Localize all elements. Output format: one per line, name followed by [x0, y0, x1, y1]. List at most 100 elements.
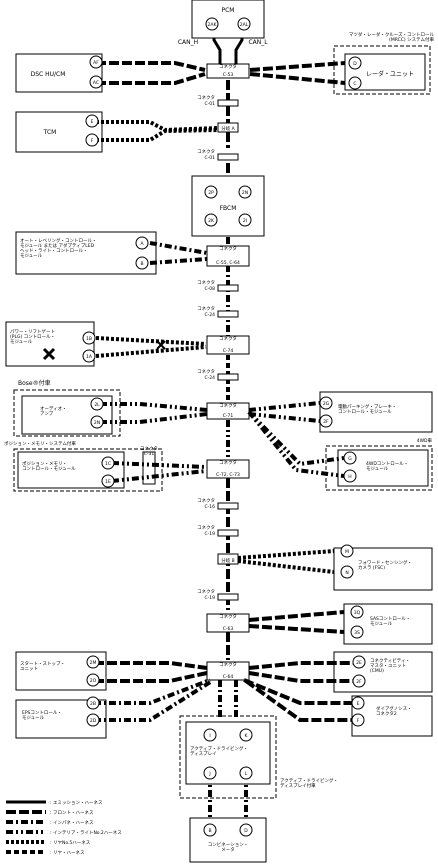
audio-2l-pin-label: 2L: [94, 402, 100, 408]
plg-x: [42, 347, 56, 361]
pcm-box: [191, 0, 265, 39]
radar-note: マツダ・レーダ・クルーズ・コントロール(MRCC) システム付車: [349, 31, 435, 43]
fsc-m-pin-label: M: [345, 549, 349, 555]
connector-c5564-caption: コネクタ: [219, 245, 237, 252]
sas-3s-pin-label: 3S: [354, 630, 360, 636]
wire-plg-1b: [95, 336, 207, 346]
radar-label: レーダ・ユニット: [366, 70, 414, 78]
connector-c24b-caption: コネクタ: [197, 368, 215, 375]
stst-2o-pin-label: 2O: [90, 678, 97, 684]
adisp-i-pin-label: I: [209, 733, 210, 739]
connector-c24b-label: C-24: [205, 375, 216, 381]
meter-b-pin: [203, 823, 217, 837]
diag-f-pin-label: F: [357, 718, 360, 724]
meter-d-pin: [239, 823, 253, 837]
fbcm-box: [191, 175, 265, 237]
headlamp-b-pin-label: B: [140, 261, 143, 267]
awd-label: 4WDコントロール・モジュール: [366, 461, 408, 472]
posmem-label: ポジション・メモリ・コントロール・モジュール: [22, 460, 76, 472]
tcm-label: TCM: [43, 129, 57, 136]
connector-c24a: [217, 310, 239, 318]
legend-label-front: : フロント・ハーネス: [50, 810, 94, 816]
fsc-m-pin: [340, 544, 354, 558]
audio-option-frame: [13, 389, 121, 437]
wire-cmu-2f: [248, 671, 356, 683]
audio-label: オーディオ・アンプ: [40, 405, 67, 417]
fbcm-label: FBCM: [220, 205, 237, 212]
junction-b-label: 分岐 B: [221, 557, 235, 564]
diag-e-pin: [351, 696, 365, 710]
parking-2f-pin: [319, 414, 333, 428]
adisp-j-pin: [203, 766, 217, 780]
fbcm-2p-pin-label: 2P: [208, 190, 214, 196]
can-h-label: CAN_H: [178, 39, 198, 46]
radar-d-pin-label: D: [353, 61, 357, 67]
wire-dsc-af: [96, 61, 206, 72]
cmu-2f-pin: [352, 674, 366, 688]
plg-1a-pin-label: 1A: [86, 354, 93, 360]
connector-c64: [206, 661, 250, 681]
connector-c19a: [217, 529, 239, 537]
radar-option-frame: [333, 45, 431, 95]
connector-c53-label: C-53: [223, 72, 234, 78]
connector-c63-label: C-63: [223, 626, 234, 632]
adisp-box: [185, 721, 271, 785]
headlamp-a-pin-label: A: [140, 241, 144, 247]
can-l-label: CAN_L: [248, 39, 268, 46]
headlamp-b-pin: [135, 256, 149, 270]
awd-g-pin-label: G: [348, 456, 352, 462]
audio-note: Bose®付車: [18, 379, 51, 387]
sas-label: SASコントロール・モジュール: [370, 616, 410, 627]
junction-a: [217, 122, 239, 133]
legend-label-interior: : インテリア・ライトNo.2ハーネス: [50, 830, 122, 836]
radar-c-pin-label: C: [353, 81, 356, 87]
parking-label: 電動パーキング・ブレーキ・コントロール・モジュール: [338, 403, 396, 415]
posmem-1c-pin-label: 1C: [105, 461, 111, 467]
radar-d-pin: [348, 56, 362, 70]
diag-e-pin-label: E: [357, 701, 360, 707]
sas-3s-pin: [350, 625, 364, 639]
eps-label: EPSコントロール・モジュール: [22, 710, 62, 721]
adisp-label: アクティブ・ドライビング・ディスプレイ: [190, 745, 248, 757]
cmu-box: [333, 651, 433, 693]
pcm-2ak-pin-label: 2AK: [208, 22, 218, 28]
stst-2o-pin: [86, 673, 100, 687]
wire-audio-2n: [100, 412, 208, 424]
wire-eps-2b: [94, 678, 211, 705]
connector-c01a-label: C-01: [205, 101, 216, 107]
wire-plg-1a: [95, 345, 207, 358]
wire-tcm-f: [96, 128, 219, 142]
connector-c08: [217, 284, 239, 292]
fsc-n-pin: [340, 565, 354, 579]
connector-c5564-label: C-55, C-64: [216, 260, 240, 266]
connector-c01b-caption: コネクタ: [197, 148, 215, 155]
legend-label-rearno5: : リヤNo.5ハーネス: [50, 840, 91, 846]
awd-g-pin: [343, 451, 357, 465]
parking-2g-pin: [319, 396, 333, 410]
headlamp-a-pin: [135, 236, 149, 250]
wire-awd-g: [247, 410, 345, 467]
connector-c08-caption: コネクタ: [197, 279, 215, 286]
plg-label: パワー・リフトゲート(PLG) コントロール・モジュール: [10, 328, 55, 345]
dsc-ac-pin: [89, 75, 103, 89]
meter-box: [189, 817, 267, 863]
awd-h-pin-label: H: [348, 474, 351, 480]
connector-c5564: [206, 245, 250, 267]
wire-sas-3s: [248, 624, 345, 634]
connector-c74-label: C-74: [223, 348, 234, 354]
connector-c24a-label: C-24: [205, 312, 216, 318]
stst-2m-pin: [86, 655, 100, 669]
connector-c64-label: C-64: [223, 674, 234, 680]
adisp-j-pin-label: J: [208, 771, 210, 777]
connector-c63-caption: コネクタ: [219, 613, 237, 620]
eps-2d-pin-label: 2D: [90, 718, 97, 724]
connector-c7273-label: C-72, C-73: [216, 472, 240, 478]
junction-a-label: 分岐 A: [221, 125, 235, 132]
connector-c19a-label: C-19: [205, 531, 216, 537]
sas-3q-pin-label: 3Q: [354, 610, 361, 616]
wire-headlamp-b: [149, 257, 208, 265]
parking-box: [319, 391, 433, 433]
connector-c19b-caption: コネクタ: [197, 588, 215, 595]
wire-stst-2m: [94, 661, 208, 670]
